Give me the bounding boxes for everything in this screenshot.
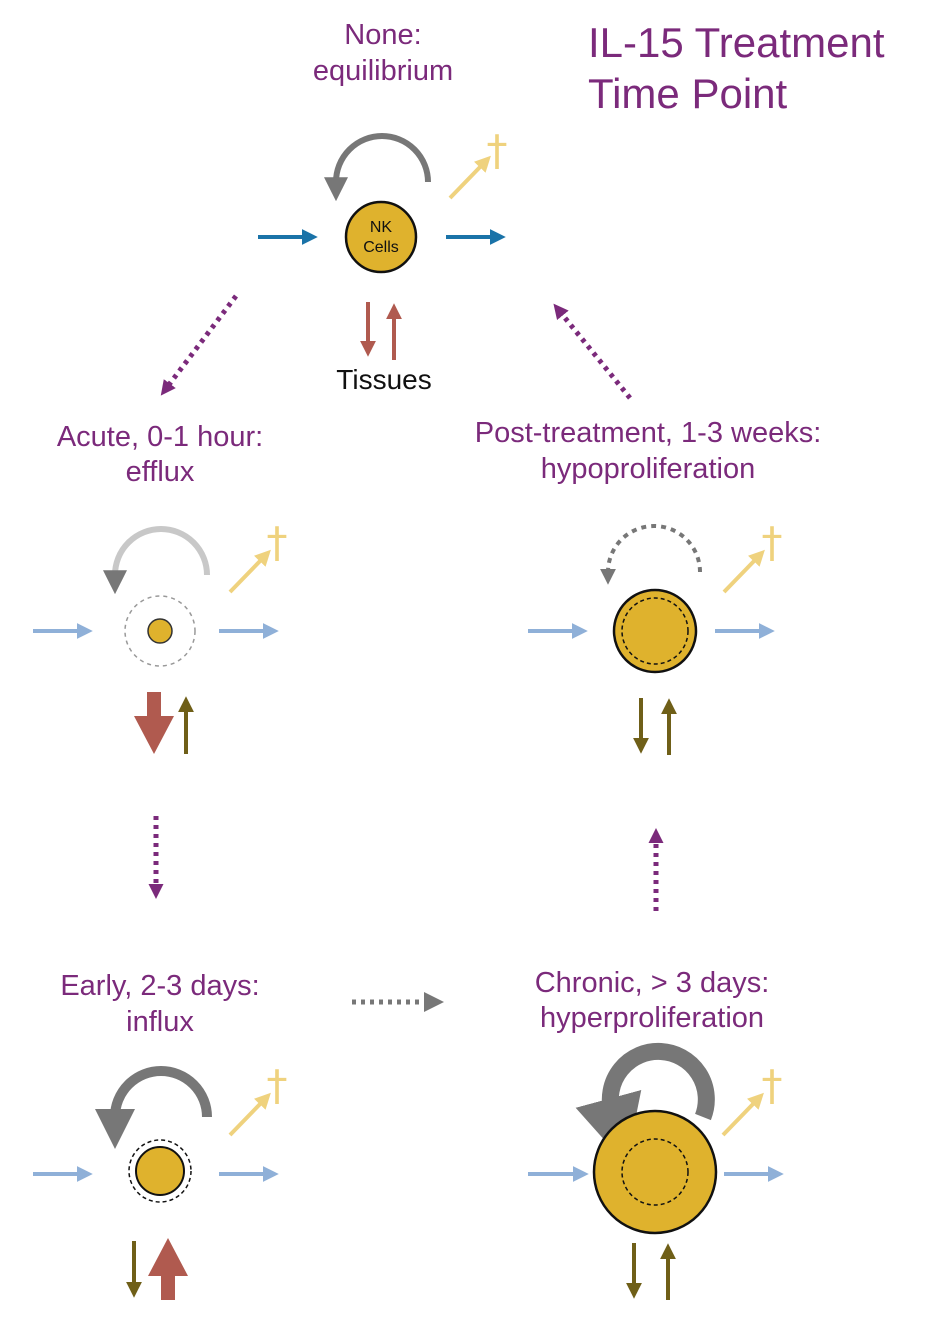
death-dagger-icon: † xyxy=(487,126,508,175)
baseline-size-outline xyxy=(621,597,689,665)
baseline-size-outline xyxy=(124,595,196,667)
stage-acute: Acute, 0-1 hour: efflux † xyxy=(33,421,288,754)
stage-acute-label-line2: efflux xyxy=(126,456,195,488)
baseline-size-outline xyxy=(621,1138,689,1206)
nk-cell-label-line2: Cells xyxy=(363,239,399,256)
stage-none-label-line2: equilibrium xyxy=(313,55,453,87)
proliferation-cycle-arrow xyxy=(324,133,431,202)
baseline-size-outline xyxy=(128,1139,192,1203)
stage-early-label-line1: Early, 2-3 days: xyxy=(60,970,259,1002)
death-arrow xyxy=(228,1092,271,1137)
stage-early: Early, 2-3 days: influx † xyxy=(33,970,288,1300)
death-dagger-icon: † xyxy=(762,518,783,567)
stage-post-label-line2: hypoproliferation xyxy=(541,453,755,485)
nk-cell-label-line1: NK xyxy=(370,219,393,236)
nk-cell xyxy=(592,1109,718,1235)
death-dagger-icon: † xyxy=(267,1061,288,1110)
tissues-label: Tissues xyxy=(336,364,431,395)
tissue-influx-arrow-large xyxy=(148,1238,188,1300)
stage-early-label-line2: influx xyxy=(126,1006,194,1038)
stage-post-label-line1: Post-treatment, 1-3 weeks: xyxy=(475,417,822,449)
nk-cell xyxy=(344,200,418,274)
stage-chronic-label-line1: Chronic, > 3 days: xyxy=(535,967,770,999)
transition-arrow-none-to-acute xyxy=(160,294,238,396)
death-arrow xyxy=(721,1092,764,1137)
death-dagger-icon: † xyxy=(762,1061,783,1110)
nk-cell xyxy=(612,588,698,674)
nk-cell xyxy=(147,618,173,644)
tissue-efflux-arrow-large xyxy=(134,692,174,754)
death-arrow xyxy=(722,549,765,594)
stage-acute-label-line1: Acute, 0-1 hour: xyxy=(57,421,263,453)
figure-title-line2: Time Point xyxy=(588,70,788,117)
stage-none: None: equilibrium † NK Cells Tissues xyxy=(258,19,508,395)
death-arrow xyxy=(228,549,271,594)
stage-post-treatment: Post-treatment, 1-3 weeks: hypoprolifera… xyxy=(475,417,822,755)
stage-chronic: Chronic, > 3 days: hyperproliferation † xyxy=(528,967,784,1300)
proliferation-cycle-arrow xyxy=(600,524,702,585)
transition-arrow-post-to-none xyxy=(553,303,632,400)
proliferation-cycle-arrow xyxy=(95,1066,212,1149)
stage-chronic-label-line2: hyperproliferation xyxy=(540,1002,764,1034)
death-dagger-icon: † xyxy=(267,518,288,567)
death-arrow xyxy=(448,155,491,200)
figure-title-line1: IL-15 Treatment xyxy=(588,19,885,66)
proliferation-cycle-arrow xyxy=(575,1043,715,1165)
proliferation-cycle-arrow xyxy=(103,526,210,595)
nk-cell xyxy=(135,1146,185,1196)
stage-none-label-line1: None: xyxy=(344,19,421,51)
